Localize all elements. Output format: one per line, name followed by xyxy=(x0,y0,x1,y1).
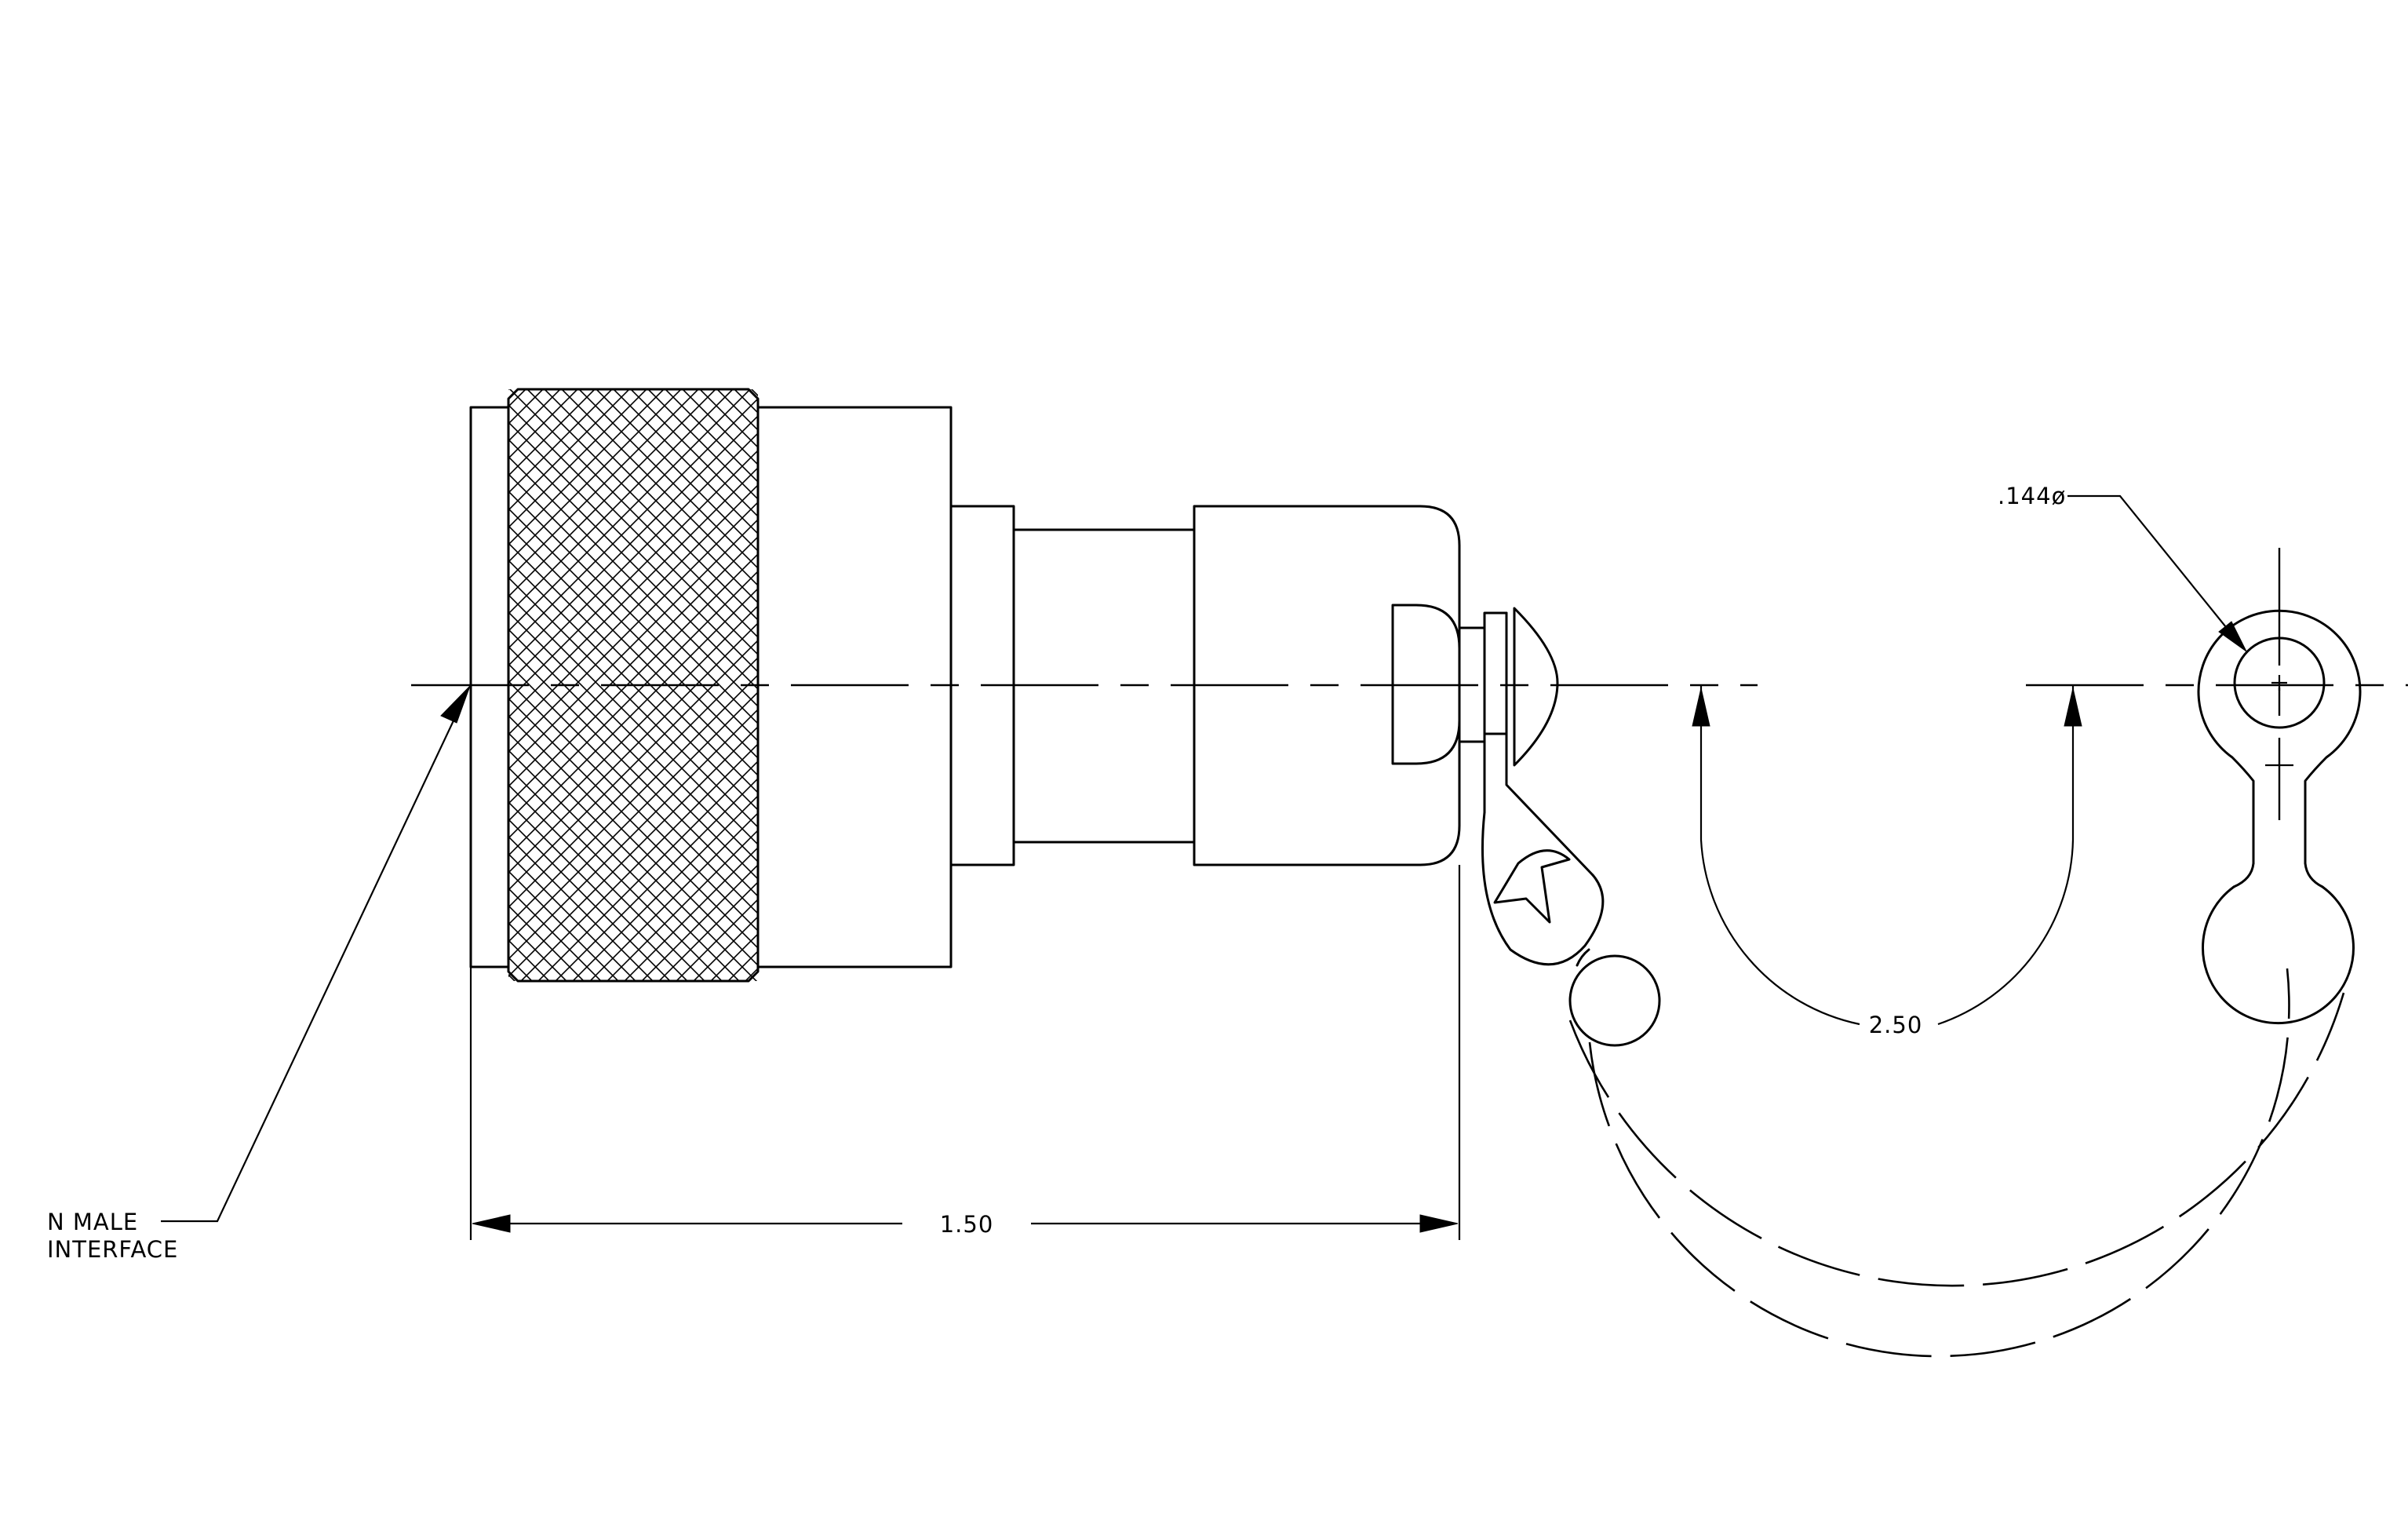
front-flange xyxy=(469,406,510,968)
strap-dome xyxy=(1513,607,1559,767)
chain-ball-near xyxy=(1568,954,1661,1047)
chain-phantom-inner xyxy=(1588,968,2290,1358)
interface-label-line1: N MALE xyxy=(47,1209,138,1235)
hole-dim-arrow xyxy=(2218,621,2247,652)
length-dimension-text: 1.50 xyxy=(940,1211,994,1238)
centerlines xyxy=(411,548,2408,820)
strap-plate xyxy=(1483,611,1508,735)
chain-phantom-outer xyxy=(1568,992,2345,1287)
callout-arrow xyxy=(440,685,471,724)
dim-arrow-left xyxy=(472,1214,511,1233)
dimension-length: 1.50 xyxy=(469,865,1461,1240)
chain-dim-arrow-right xyxy=(2064,688,2082,727)
chain-ball-far xyxy=(2202,885,2355,1025)
interface-callout: N MALE INTERFACE xyxy=(47,685,471,1263)
body-neck xyxy=(1012,528,1196,844)
rivet-shank xyxy=(1458,626,1486,743)
chain-dim-arrow-left xyxy=(1692,688,1710,727)
chain-dimension-text: 2.50 xyxy=(1869,1012,1923,1038)
dimension-hole: .144ø xyxy=(1998,483,2247,652)
retaining-chain xyxy=(1481,607,2362,1358)
rear-body xyxy=(756,406,953,968)
end-cap xyxy=(1193,505,1461,866)
strap-loop xyxy=(1481,811,1605,966)
hole-dimension-text: .144ø xyxy=(1998,483,2066,509)
strap-band xyxy=(1505,611,1594,877)
interface-label-line2: INTERFACE xyxy=(47,1236,178,1263)
dimension-chain: 2.50 xyxy=(1692,685,2082,1038)
rivet-head xyxy=(1391,604,1461,765)
dim-arrow-right xyxy=(1419,1214,1459,1233)
strap-barb xyxy=(1493,849,1571,924)
